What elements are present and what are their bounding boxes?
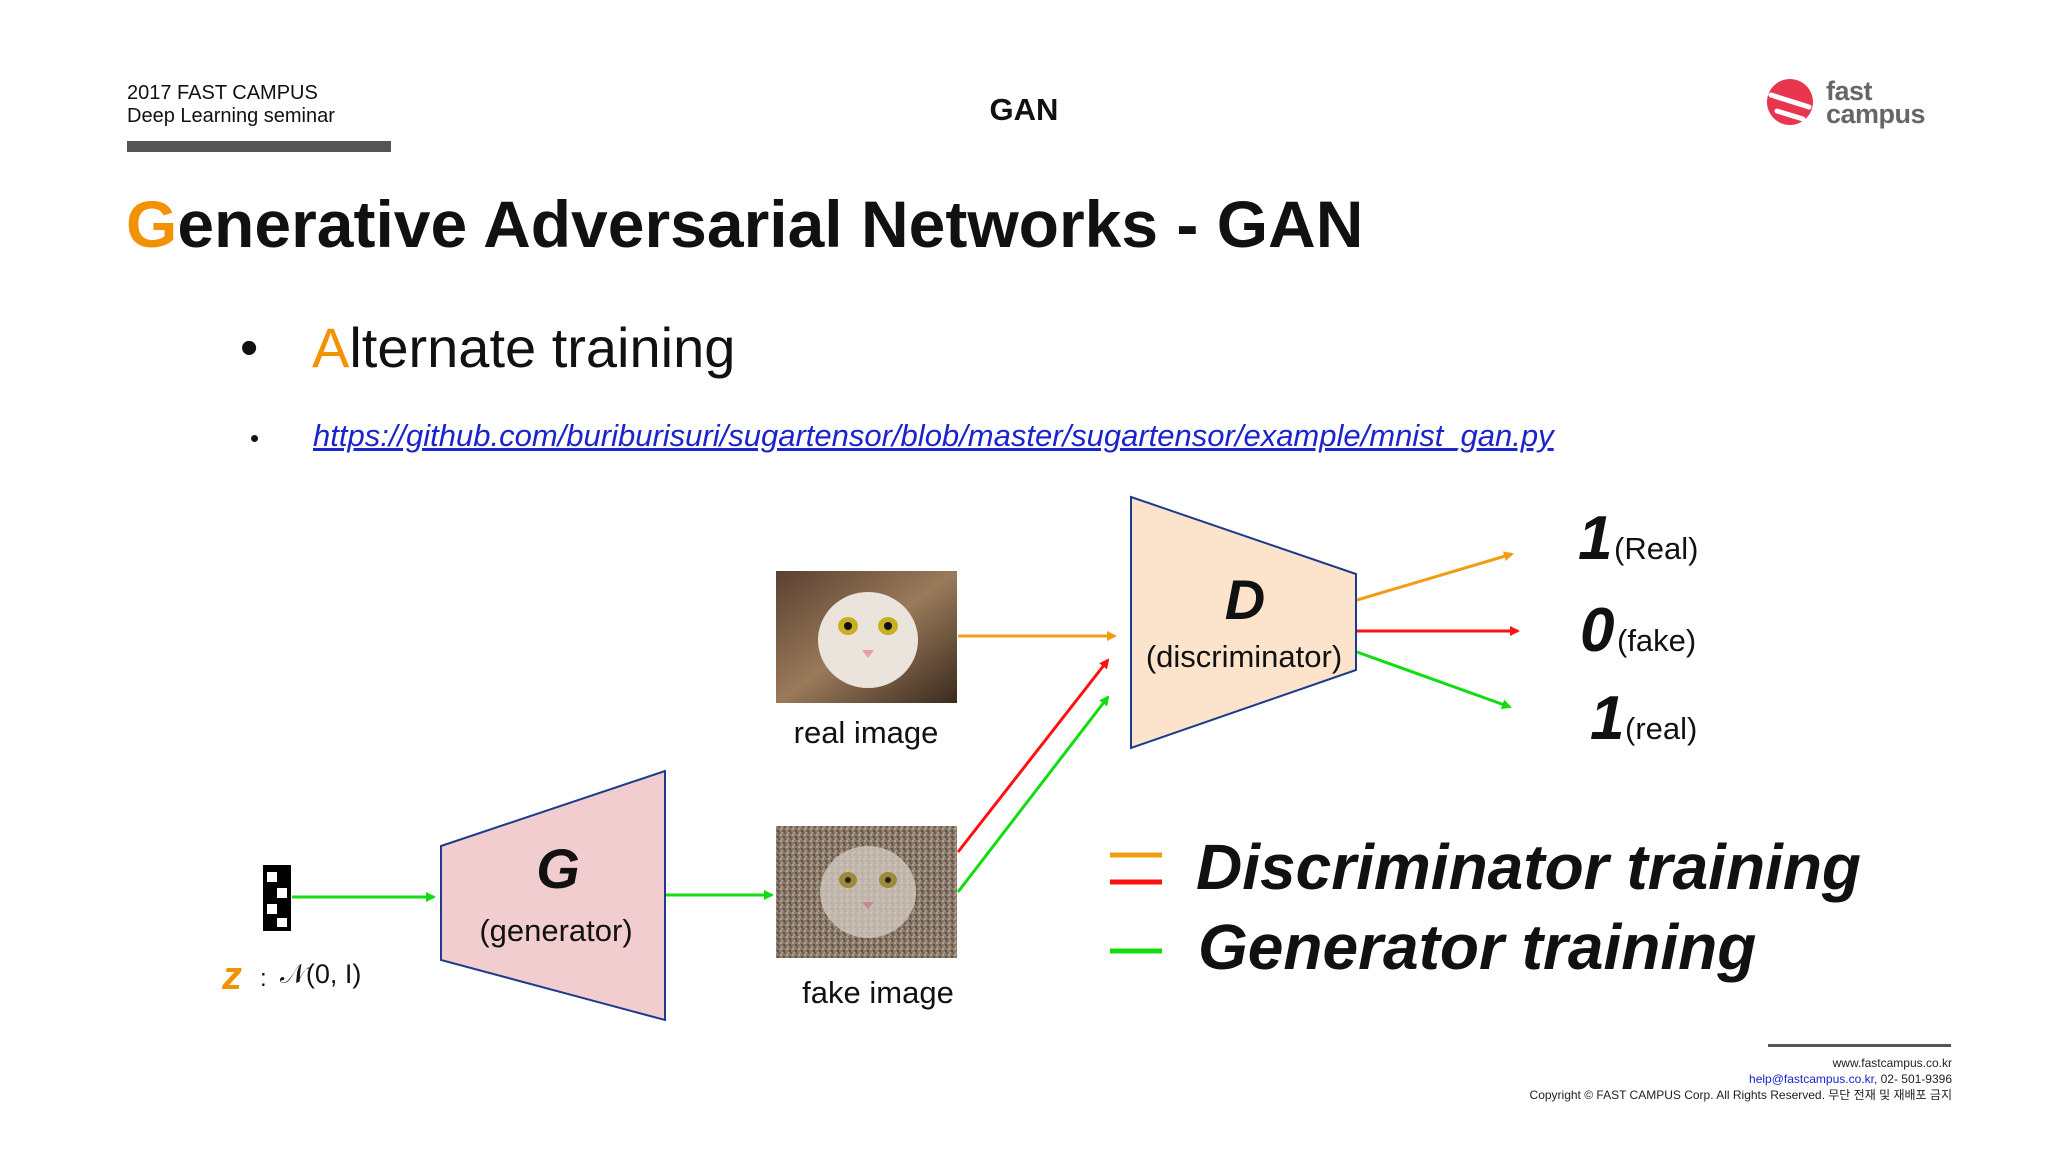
fake-cat-image	[776, 826, 957, 958]
seminar-info: 2017 FAST CAMPUS Deep Learning seminar	[127, 82, 335, 128]
github-link[interactable]: https://github.com/buriburisuri/sugarten…	[313, 418, 1554, 453]
real-image-label: real image	[794, 715, 939, 750]
footer-email[interactable]: help@fastcampus.co.kr	[1749, 1072, 1874, 1086]
output-label-real-gen: (real)	[1625, 711, 1697, 746]
arrow-fake-to-discriminator-green	[956, 695, 1110, 893]
footer-contact: help@fastcampus.co.kr, 02- 501-9396	[1530, 1071, 1952, 1087]
slide-title: Generative Adversarial Networks - GAN	[126, 186, 1363, 262]
generator-label: (generator)	[479, 913, 632, 948]
fastcampus-logo-icon	[1767, 79, 1813, 125]
arrow-output-real-gen	[1356, 650, 1512, 709]
z-distribution: 𝒩(0, I)	[280, 959, 361, 989]
logo-wordmark: fast campus	[1826, 76, 1926, 129]
footer: www.fastcampus.co.kr help@fastcampus.co.…	[1530, 1055, 1952, 1103]
bullet-marker: •	[240, 319, 259, 377]
seminar-name-line: Deep Learning seminar	[127, 105, 335, 127]
arrow-fake-to-discriminator-red	[956, 658, 1110, 853]
output-label-real: (Real)	[1614, 531, 1698, 566]
z-symbol: z	[221, 954, 242, 998]
slide-title-rest: enerative Adversarial Networks - GAN	[177, 187, 1364, 261]
output-value-1b: 1	[1590, 684, 1624, 753]
discriminator-label: (discriminator)	[1146, 639, 1342, 674]
legend-discriminator-training: Discriminator training	[1196, 831, 1861, 903]
fake-image-label: fake image	[802, 975, 954, 1010]
real-cat-image	[776, 571, 957, 703]
z-separator: :	[260, 965, 267, 992]
output-label-fake: (fake)	[1617, 623, 1696, 658]
bullet-alternate-training: Alternate training	[312, 315, 735, 380]
footer-copyright: Copyright © FAST CAMPUS Corp. All Rights…	[1529, 1088, 1952, 1102]
arrow-output-real	[1356, 551, 1514, 602]
header-underline	[127, 141, 391, 152]
bullet-initial: A	[312, 316, 350, 379]
bullet-marker: •	[250, 423, 260, 453]
generator-letter: G	[536, 837, 580, 900]
slide-title-initial: G	[126, 187, 178, 261]
logo-word-fast: fast	[1826, 76, 1873, 106]
output-value-1: 1	[1578, 504, 1612, 573]
legend-generator-training: Generator training	[1198, 911, 1756, 983]
z-noise-vector	[263, 865, 291, 931]
header-title: GAN	[989, 92, 1059, 127]
discriminator-block	[1130, 495, 1357, 750]
output-value-0: 0	[1580, 596, 1614, 665]
logo-word-campus: campus	[1826, 99, 1926, 129]
footer-website: www.fastcampus.co.kr	[1832, 1056, 1952, 1070]
seminar-year-line: 2017 FAST CAMPUS	[127, 82, 318, 104]
bullet-text: lternate training	[349, 316, 736, 379]
footer-phone: , 02- 501-9396	[1873, 1072, 1952, 1086]
discriminator-letter: D	[1225, 568, 1265, 631]
generator-block	[440, 769, 666, 1022]
footer-rule	[1768, 1044, 1951, 1047]
